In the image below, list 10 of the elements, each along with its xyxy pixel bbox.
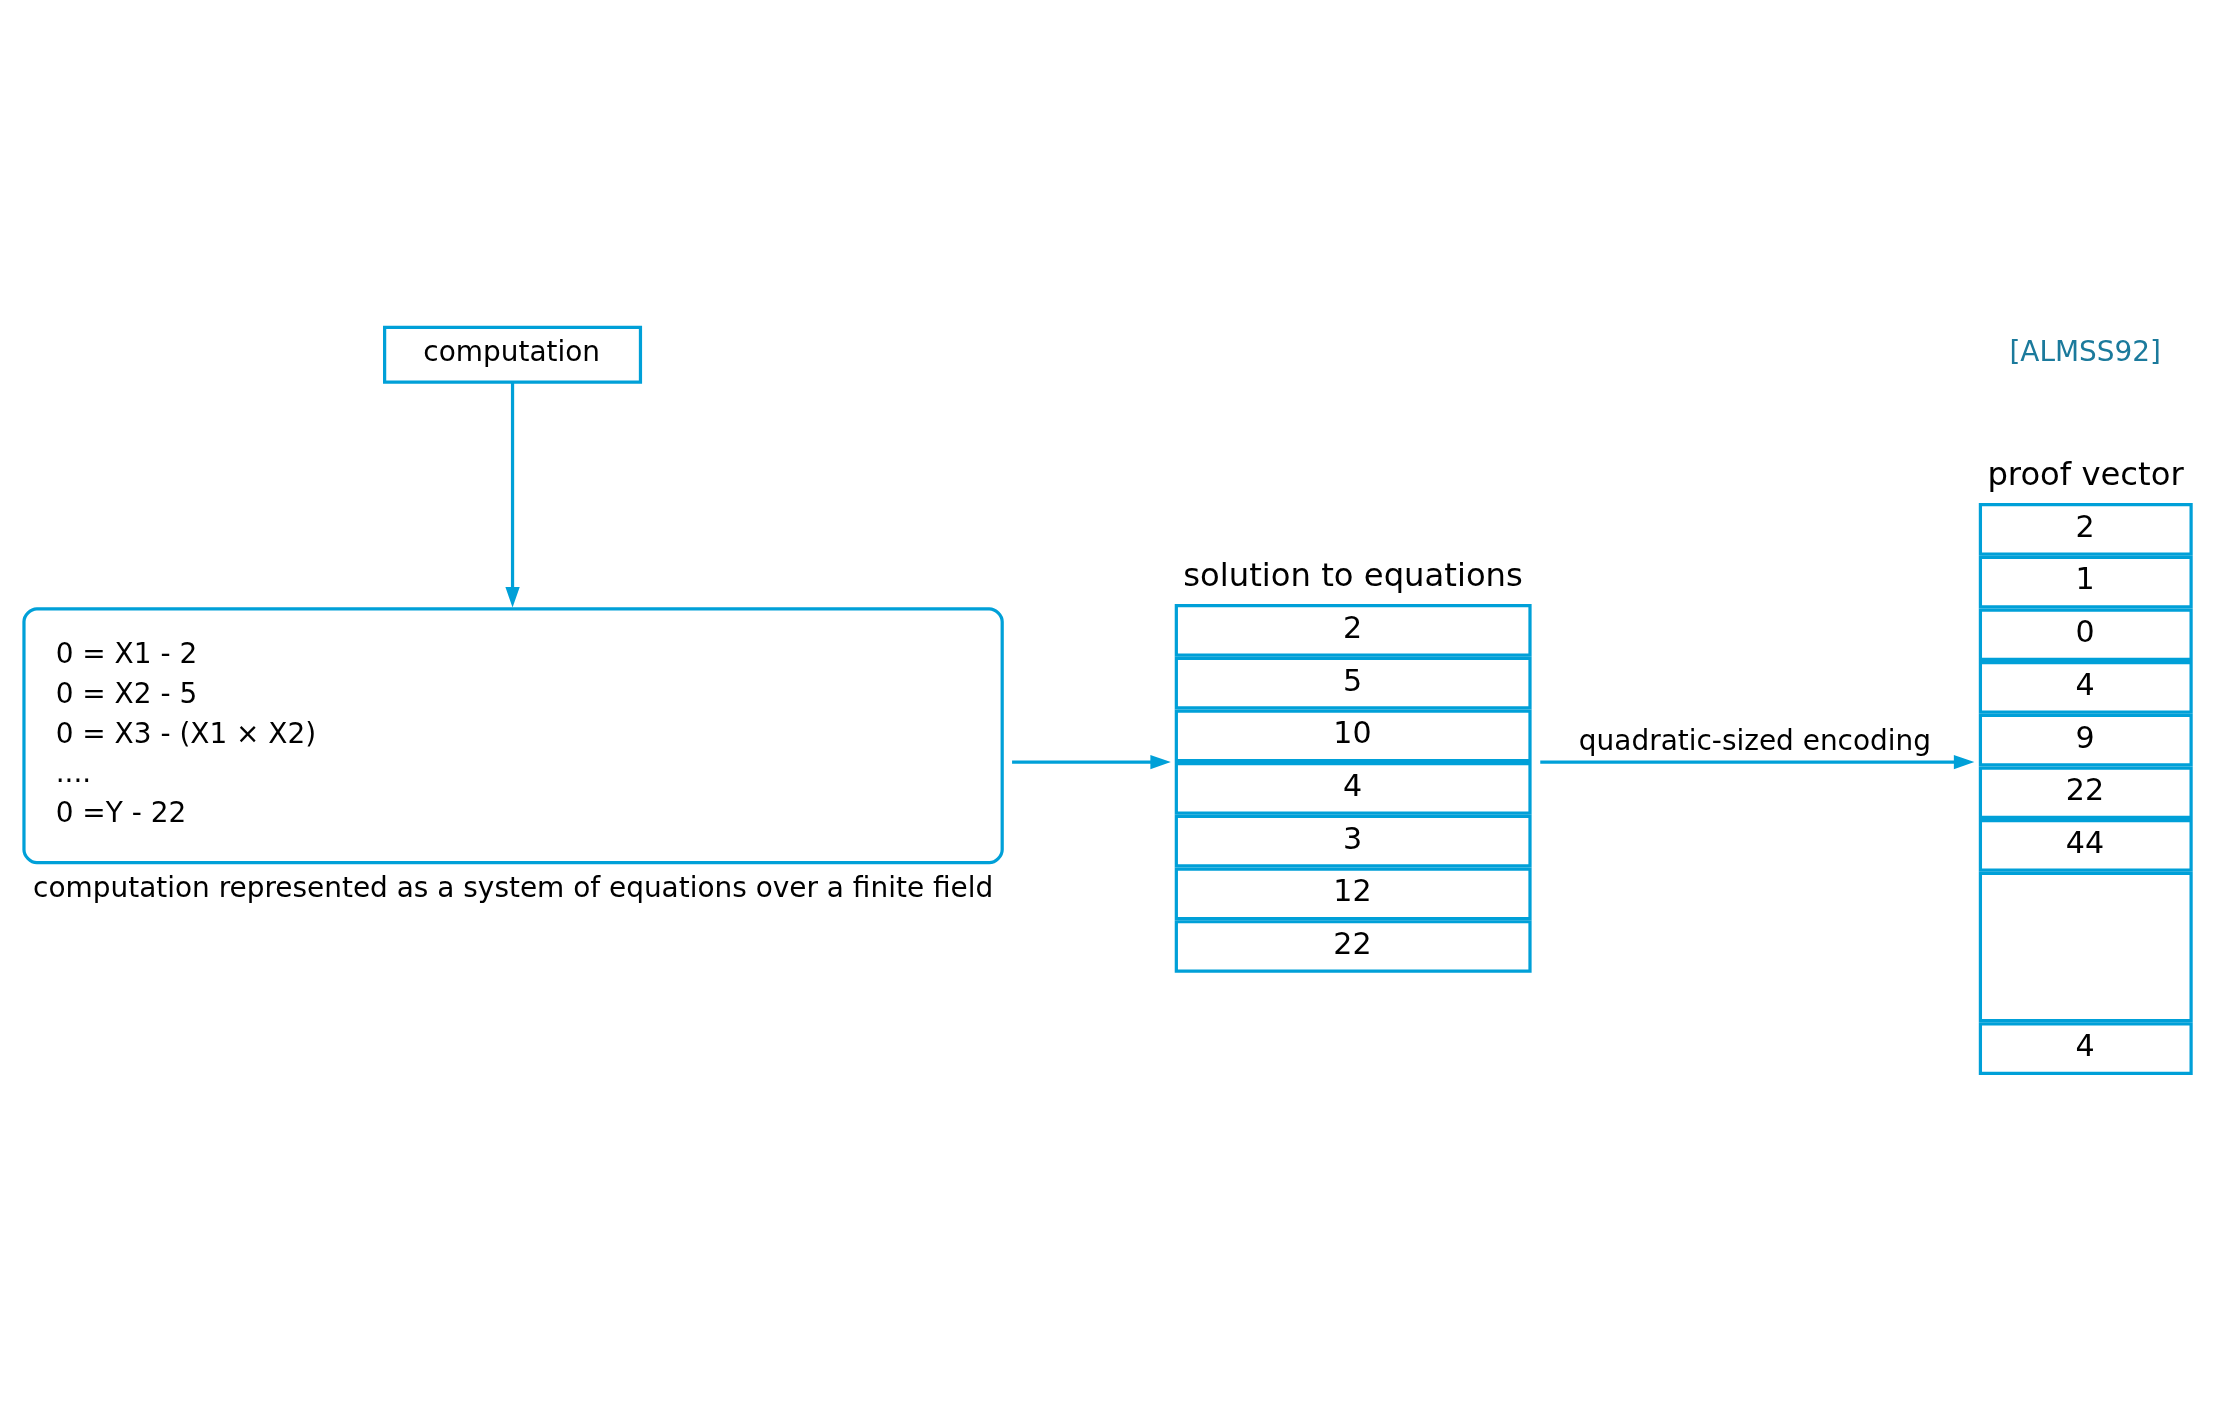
node-label: proof vector	[1987, 454, 2184, 493]
node-box: computation	[383, 325, 643, 384]
edge-label: quadratic-sized encoding	[1578, 724, 1931, 758]
node-box: 0 = X1 - 2 0 = X2 - 5 0 = X3 - (X1 × X2) .... 0 =Y - 22	[22, 607, 1004, 865]
arrow	[505, 382, 520, 608]
label: [ALMSS92]	[2009, 335, 2162, 369]
arrow	[1540, 754, 1975, 770]
node-label: computation represented as a system of equations over a finite field	[33, 871, 994, 905]
node-label: solution to equations	[1183, 555, 1523, 594]
arrow	[1012, 754, 1171, 770]
